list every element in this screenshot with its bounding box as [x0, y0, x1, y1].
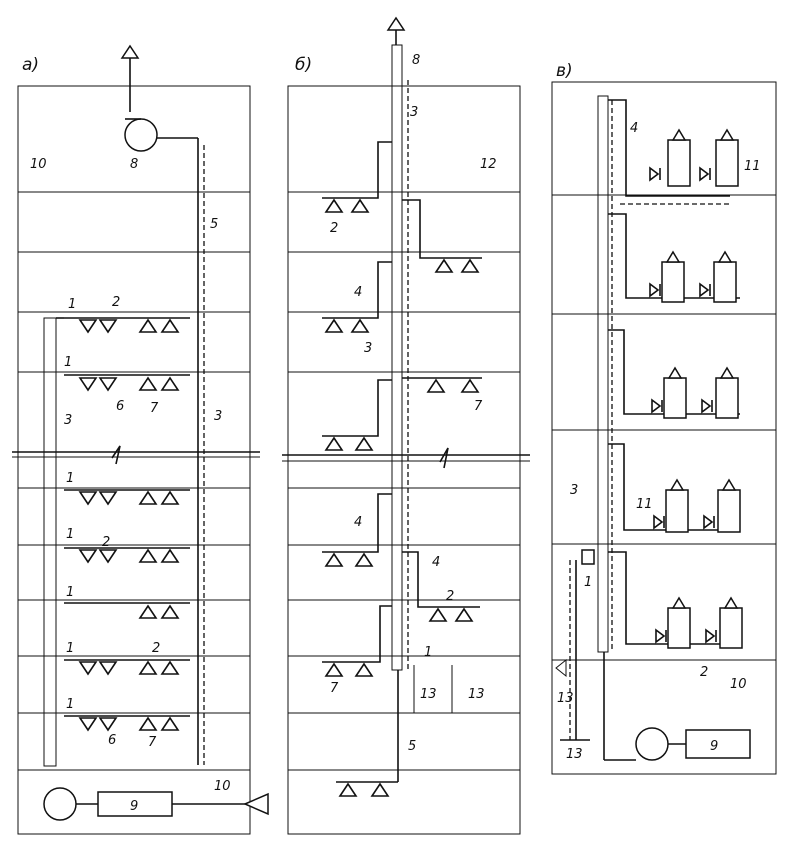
svg-text:13: 13: [420, 687, 437, 702]
zone-label-b: 12: [480, 157, 497, 172]
pump-icon: [43, 787, 77, 821]
main-riser-c: [597, 95, 609, 653]
svg-text:1: 1: [66, 697, 74, 712]
panel-b: б) 8 3 12 3: [282, 16, 530, 835]
svg-text:7: 7: [148, 735, 157, 750]
panel-a: а) 10 8 5: [12, 44, 269, 835]
svg-text:1: 1: [66, 641, 74, 656]
svg-text:3: 3: [64, 413, 72, 428]
svg-text:13: 13: [557, 691, 574, 706]
svg-text:10: 10: [214, 779, 231, 794]
equipment-units-c: [661, 128, 743, 649]
svg-text:1: 1: [424, 645, 432, 660]
panel-c: в) 4 3: [551, 61, 777, 775]
inlet-icon: [243, 792, 269, 816]
svg-text:1: 1: [66, 527, 74, 542]
svg-text:2: 2: [102, 535, 110, 550]
exhaust-outlet-icon: [120, 44, 140, 59]
svg-text:9: 9: [710, 739, 718, 754]
svg-text:6: 6: [116, 399, 124, 414]
panel-c-frame: [551, 81, 777, 775]
svg-text:5: 5: [210, 217, 218, 232]
svg-text:13: 13: [468, 687, 485, 702]
svg-text:1: 1: [68, 297, 76, 312]
svg-text:4: 4: [432, 555, 440, 570]
panel-b-letter: б): [295, 55, 312, 75]
svg-text:2: 2: [446, 589, 454, 604]
fan-label-a: 8: [130, 157, 138, 172]
top-label-b: 8: [412, 53, 420, 68]
svg-text:3: 3: [570, 483, 578, 498]
svg-text:1: 1: [66, 471, 74, 486]
svg-text:11: 11: [744, 159, 761, 174]
svg-text:7: 7: [474, 399, 483, 414]
valve-icons-c: [649, 166, 717, 644]
panel-b-frame: [287, 85, 521, 835]
svg-text:1: 1: [66, 585, 74, 600]
svg-text:7: 7: [330, 681, 339, 696]
svg-text:3: 3: [214, 409, 222, 424]
svg-text:4: 4: [354, 285, 362, 300]
svg-text:1: 1: [64, 355, 72, 370]
main-shaft-b: [391, 44, 403, 671]
zone-label-c: 10: [730, 677, 747, 692]
exhaust-outlet-b-icon: [386, 16, 406, 31]
panel-a-letter: а): [22, 55, 39, 75]
svg-text:11: 11: [636, 497, 653, 512]
pump-c-icon: [635, 727, 669, 761]
svg-text:6: 6: [108, 733, 116, 748]
riser-a: [43, 317, 57, 767]
svg-text:4: 4: [630, 121, 638, 136]
pump-tank-c: [685, 729, 751, 759]
drain-label-c: 13: [566, 747, 583, 762]
svg-text:2: 2: [700, 665, 708, 680]
svg-text:3: 3: [410, 105, 418, 120]
zone-label-a: 10: [30, 157, 47, 172]
fan-icon: [124, 118, 158, 152]
svg-text:1: 1: [584, 575, 592, 590]
svg-text:2: 2: [112, 295, 120, 310]
panel-c-letter: в): [556, 61, 573, 81]
svg-text:3: 3: [364, 341, 372, 356]
svg-text:7: 7: [150, 401, 159, 416]
svg-text:9: 9: [130, 799, 138, 814]
svg-text:2: 2: [152, 641, 160, 656]
svg-text:4: 4: [354, 515, 362, 530]
bottom-label-b: 5: [408, 739, 416, 754]
panel-a-frame: [17, 85, 251, 835]
svg-text:2: 2: [330, 221, 338, 236]
pump-tank-9: [97, 791, 173, 817]
